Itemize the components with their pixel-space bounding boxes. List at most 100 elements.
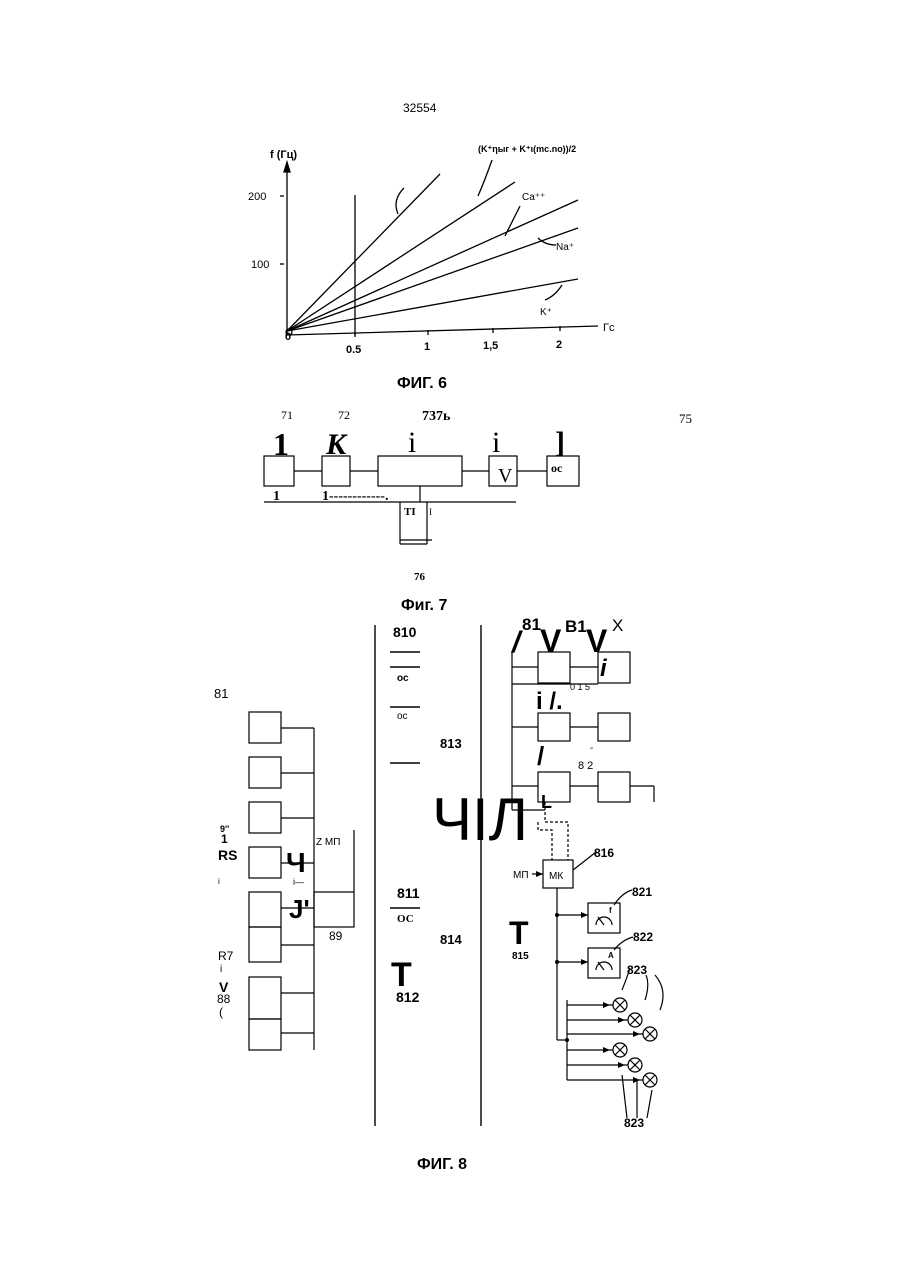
meter-822 bbox=[588, 948, 620, 978]
arrow-821 bbox=[581, 912, 588, 918]
lamp-5 bbox=[628, 1058, 642, 1072]
dashed-link-b bbox=[538, 822, 552, 860]
leader-1 bbox=[396, 188, 404, 214]
fig8-label-823-top: 823 bbox=[627, 963, 647, 977]
x-tick-label-1: 1 bbox=[424, 341, 430, 353]
arrow-lamp-1 bbox=[603, 1002, 610, 1008]
curve-3 bbox=[287, 200, 578, 331]
fig8-label-810: 810 bbox=[393, 624, 417, 640]
fig7-box-text-v: V bbox=[498, 465, 513, 487]
y-tick-label-100: 100 bbox=[251, 259, 269, 271]
fig8-right-label-mk: МК bbox=[549, 871, 563, 882]
fig8-left-label-1: 1 bbox=[221, 832, 228, 846]
meter-821 bbox=[588, 903, 620, 933]
fig8-left-glyph-i: i— bbox=[293, 877, 304, 887]
fig7-glyph-5: ] bbox=[555, 426, 565, 459]
fig8-right-glyph-l: L bbox=[541, 792, 552, 812]
fig7-glyph-1: 1 bbox=[273, 426, 289, 462]
block-r3b bbox=[598, 772, 630, 802]
fig8-left-label-rs: RS bbox=[218, 847, 237, 863]
arrow-lamp-5 bbox=[618, 1062, 625, 1068]
fig8-label-814: 814 bbox=[440, 932, 462, 947]
fig8-right-big-glyph: ЧІЛ bbox=[432, 786, 528, 853]
fig8-left-glyph-j: J' bbox=[289, 894, 310, 924]
block-88a bbox=[249, 977, 281, 1019]
leader-2 bbox=[478, 160, 492, 196]
fig8-label-zmp: Z МП bbox=[316, 837, 340, 848]
leader-816 bbox=[573, 852, 596, 870]
fig8-label-821: 821 bbox=[632, 885, 652, 899]
x-tick-label-0.5: 0.5 bbox=[346, 344, 361, 356]
junction-lamps bbox=[565, 1038, 569, 1042]
fig8-label-822: 822 bbox=[633, 930, 653, 944]
leader-5 bbox=[545, 285, 562, 300]
fig8-mid-oc-1: ос bbox=[397, 673, 409, 684]
fig7-box-text-ti: TI bbox=[404, 506, 416, 518]
x-axis bbox=[287, 326, 598, 335]
fig6-caption: ФИГ. 6 bbox=[397, 375, 447, 392]
leader-823-top-b bbox=[645, 975, 648, 1000]
fig8-left-label-i1: i bbox=[218, 877, 220, 886]
leader-823-c bbox=[647, 1090, 652, 1118]
fig8-label-89: 89 bbox=[329, 929, 343, 943]
fig7-label-72: 72 bbox=[338, 408, 350, 422]
page-number: 32554 bbox=[403, 101, 437, 115]
fig7-bottom-mark-2: 1------------. bbox=[322, 489, 388, 504]
block-r2b bbox=[598, 713, 630, 741]
fig7-label-737b: 737ь bbox=[422, 409, 451, 424]
block-81d bbox=[249, 847, 281, 878]
fig8-left-glyph-ch: Ч bbox=[286, 847, 306, 878]
fig8-right-glyph-t: T bbox=[509, 915, 529, 951]
arrow-lamp-3 bbox=[633, 1031, 640, 1037]
fig8-right-glyph-i-slash: i /. bbox=[536, 688, 563, 715]
fig8-right-label-b1: B1 bbox=[565, 617, 587, 636]
meter-822-symbol: A bbox=[608, 951, 614, 960]
fig8-right-label-81: 81 bbox=[522, 615, 541, 634]
fig7-label-76: 76 bbox=[414, 571, 426, 583]
block-81f bbox=[249, 927, 281, 962]
curve-4 bbox=[287, 228, 578, 331]
fig8-label-88: 88 bbox=[217, 992, 231, 1006]
arrow-lamp-2 bbox=[618, 1017, 625, 1023]
lamp-3 bbox=[643, 1027, 657, 1041]
fig7-diagram bbox=[264, 456, 579, 544]
fig8-label-81: 81 bbox=[214, 686, 228, 701]
arrow-mp bbox=[536, 871, 543, 877]
fig8-label-815: 815 bbox=[512, 951, 529, 962]
curve-label-na: Na⁺ bbox=[556, 242, 574, 253]
curve-2 bbox=[287, 182, 515, 331]
fig8-right-glyph-i: i bbox=[600, 655, 608, 682]
y-tick-label-200: 200 bbox=[248, 191, 266, 203]
fig8-caption: ФИГ. 8 bbox=[417, 1156, 467, 1173]
x-axis-label: Гс bbox=[603, 322, 615, 334]
fig8-left-label-paren: ( bbox=[219, 1005, 223, 1019]
leader-823-a bbox=[622, 1075, 627, 1118]
y-axis-label: f (Гц) bbox=[270, 149, 297, 161]
curve-label-k: K⁺ bbox=[540, 307, 552, 318]
lamp-1 bbox=[613, 998, 627, 1012]
fig7-caption: Фиг. 7 bbox=[401, 597, 447, 614]
arrow-822 bbox=[581, 959, 588, 965]
block-73 bbox=[378, 456, 462, 486]
block-81b bbox=[249, 757, 281, 788]
fig8-middle-dividers bbox=[375, 625, 481, 1126]
lamp-6 bbox=[643, 1073, 657, 1087]
block-88b bbox=[249, 1019, 281, 1050]
fig7-label-75: 75 bbox=[679, 411, 692, 426]
fig8-mid-oc-2: ос bbox=[397, 711, 408, 722]
junction-822 bbox=[555, 960, 559, 964]
fig7-label-71: 71 bbox=[281, 408, 293, 422]
x-tick-label-1.5: 1,5 bbox=[483, 340, 498, 352]
fig8-right-label-82: 8 2 bbox=[578, 760, 593, 772]
arrow-lamp-4 bbox=[603, 1047, 610, 1053]
fig8-left-label-i2: i bbox=[220, 964, 222, 975]
fig8-label-823-bottom: 823 bbox=[624, 1116, 644, 1130]
block-89 bbox=[314, 892, 354, 927]
fig7-glyph-4: i bbox=[492, 426, 500, 459]
x-tick-label-0: 0 bbox=[285, 331, 291, 343]
lamp-4 bbox=[613, 1043, 627, 1057]
x-tick-label-2: 2 bbox=[556, 339, 562, 351]
lamp-2 bbox=[628, 1013, 642, 1027]
block-81e bbox=[249, 892, 281, 927]
